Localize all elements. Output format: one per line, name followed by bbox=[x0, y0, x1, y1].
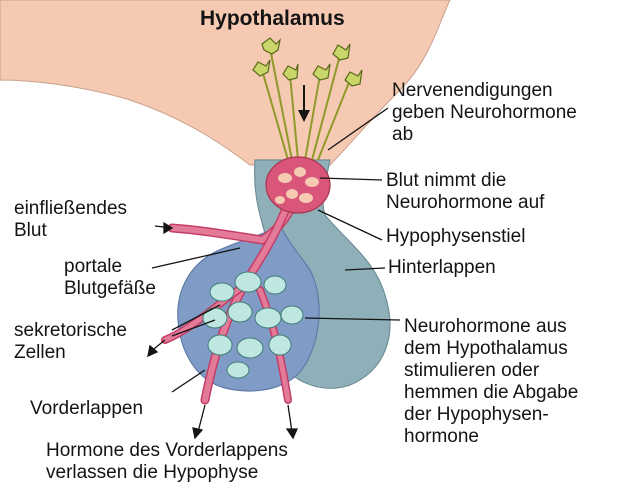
label-portal-vessels-line-1: portale bbox=[64, 256, 156, 278]
label-secretory-cells: sekretorische Zellen bbox=[14, 320, 127, 364]
label-hormones-leave-line-1: Hormone des Vorderlappens bbox=[46, 440, 288, 462]
label-nerve-endings-line-2: geben Neurohormone bbox=[392, 102, 577, 124]
label-hormones-leave-line-2: verlassen die Hypophyse bbox=[46, 462, 288, 484]
label-inflowing-blood-line-1: einfließendes bbox=[14, 198, 127, 220]
label-neurohormones-stimulate-line-6: hormone bbox=[404, 426, 578, 448]
label-posterior-lobe: Hinterlappen bbox=[388, 257, 496, 279]
label-hormones-leave: Hormone des Vorderlappens verlassen die … bbox=[46, 440, 288, 484]
label-neurohormones-stimulate-line-4: hemmen die Abgabe bbox=[404, 382, 578, 404]
label-neurohormones-stimulate-line-1: Neurohormone aus bbox=[404, 316, 578, 338]
label-neurohormones-stimulate-line-5: der Hypophysen- bbox=[404, 404, 578, 426]
label-inflowing-blood: einfließendes Blut bbox=[14, 198, 127, 242]
label-inflowing-blood-line-2: Blut bbox=[14, 220, 127, 242]
title-hypothalamus: Hypothalamus bbox=[200, 8, 345, 30]
label-nerve-endings: Nervenendigungen geben Neurohormone ab bbox=[392, 80, 577, 146]
label-neurohormones-stimulate: Neurohormone aus dem Hypothalamus stimul… bbox=[404, 316, 578, 448]
label-neurohormones-stimulate-line-2: dem Hypothalamus bbox=[404, 338, 578, 360]
label-nerve-endings-line-1: Nervenendigungen bbox=[392, 80, 577, 102]
label-portal-vessels: portale Blutgefäße bbox=[64, 256, 156, 300]
label-stalk: Hypophysenstiel bbox=[386, 226, 525, 248]
label-neurohormones-stimulate-line-3: stimulieren oder bbox=[404, 360, 578, 382]
label-blood-takes-neurohormones: Blut nimmt die Neurohormone auf bbox=[386, 170, 544, 214]
capillary-plexus bbox=[266, 157, 330, 213]
label-secretory-cells-line-1: sekretorische bbox=[14, 320, 127, 342]
label-secretory-cells-line-2: Zellen bbox=[14, 342, 127, 364]
label-anterior-lobe: Vorderlappen bbox=[30, 398, 143, 420]
label-portal-vessels-line-2: Blutgefäße bbox=[64, 278, 156, 300]
label-blood-takes-line-1: Blut nimmt die bbox=[386, 170, 544, 192]
label-blood-takes-line-2: Neurohormone auf bbox=[386, 192, 544, 214]
label-nerve-endings-line-3: ab bbox=[392, 124, 577, 146]
